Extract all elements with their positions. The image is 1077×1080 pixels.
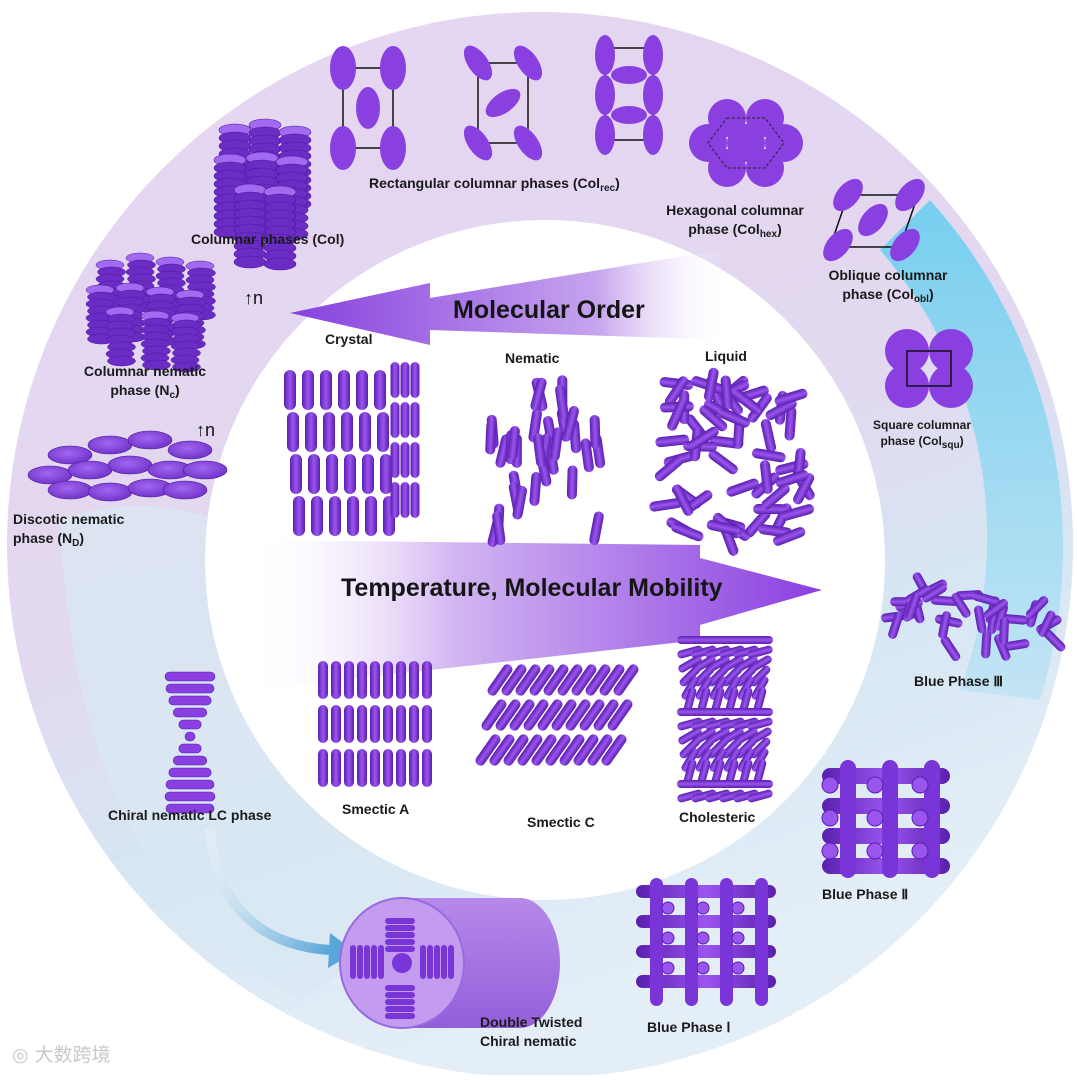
liquid-label: Liquid [705,347,747,366]
rod [344,749,354,787]
columnar-phases-label: Columnar phases (Col) [191,230,344,249]
rod [326,454,338,494]
rod [370,749,380,787]
rod [365,496,377,536]
double-twisted-label: Double TwistedChiral nematic [480,1013,582,1051]
director-n-label-2: ↑n [196,420,215,441]
columnar-nematic-label: Columnar nematicphase (Nc) [70,362,220,400]
smectic-a-label: Smectic A [342,800,409,819]
watermark: ◎ 大数跨境 [12,1040,111,1067]
nematic-label: Nematic [505,349,559,368]
rod [318,661,328,699]
rod [347,496,359,536]
rod [411,482,420,518]
rod [318,705,328,743]
discotic-nematic-label: Discotic nematicphase (ND) [13,510,124,548]
rod [357,749,367,787]
chiral-nematic-label: Chiral nematic LC phase [108,806,271,825]
rod [357,705,367,743]
smectic-a-structure [318,661,432,787]
rod [409,749,419,787]
hexagonal-columnar-label: Hexagonal columnarphase (Colhex) [655,201,815,239]
rod [999,617,1009,645]
double-twisted-cylinder [340,898,560,1028]
rod [377,412,389,452]
rod [422,705,432,743]
rod [401,482,410,518]
rod [401,402,410,438]
rod [396,749,406,787]
rod [308,454,320,494]
rod [391,482,400,518]
rod [409,661,419,699]
rod [411,442,420,478]
rectangular-columnar-label: Rectangular columnar phases (Colrec) [369,174,620,193]
square-columnar-label: Square columnarphase (Colsqu) [857,417,987,449]
crystal-label: Crystal [325,330,372,349]
blue-phase-3-label: Blue Phase Ⅲ [914,672,1003,691]
rod [391,402,400,438]
rod [362,454,374,494]
rod [391,442,400,478]
rod [329,496,341,536]
rod [567,465,578,499]
rod [422,749,432,787]
rod [287,412,299,452]
rod [344,705,354,743]
rod [981,630,992,658]
rod [401,362,410,398]
rod [344,661,354,699]
blue-phase-2-structure [822,760,950,878]
rod [396,705,406,743]
rod [747,780,773,788]
cholesteric-label: Cholesteric [679,808,755,827]
rod [391,362,400,398]
rod [411,362,420,398]
rod [338,370,350,410]
rod [411,402,420,438]
rod [409,705,419,743]
rod [370,661,380,699]
molecular-order-label: Molecular Order [453,296,645,325]
rod [331,749,341,787]
rod [370,705,380,743]
blue-phase-2-label: Blue Phase Ⅱ [822,885,908,904]
rod [331,661,341,699]
rod [356,370,368,410]
rod [380,454,392,494]
rod [320,370,332,410]
rod [383,661,393,699]
rod [323,412,335,452]
rod [374,370,386,410]
rod [401,442,410,478]
rod [747,636,773,644]
rod [747,708,773,716]
rod [357,661,367,699]
rod [290,454,302,494]
rod [359,412,371,452]
rod [383,705,393,743]
rod [344,454,356,494]
rod [305,412,317,452]
rod [590,415,601,449]
rod [396,661,406,699]
blue-phase-1-label: Blue Phase Ⅰ [647,1018,731,1037]
rod [284,370,296,410]
rod [422,661,432,699]
rod [302,370,314,410]
director-n-label: ↑n [244,288,263,309]
temperature-mobility-label: Temperature, Molecular Mobility [341,574,723,603]
rod [293,496,305,536]
rod [331,705,341,743]
rod [341,412,353,452]
blue-phase-1-structure [636,878,776,1006]
rod [318,749,328,787]
smectic-c-label: Smectic C [527,813,595,832]
rod [485,420,497,454]
rod [311,496,323,536]
rod [383,749,393,787]
